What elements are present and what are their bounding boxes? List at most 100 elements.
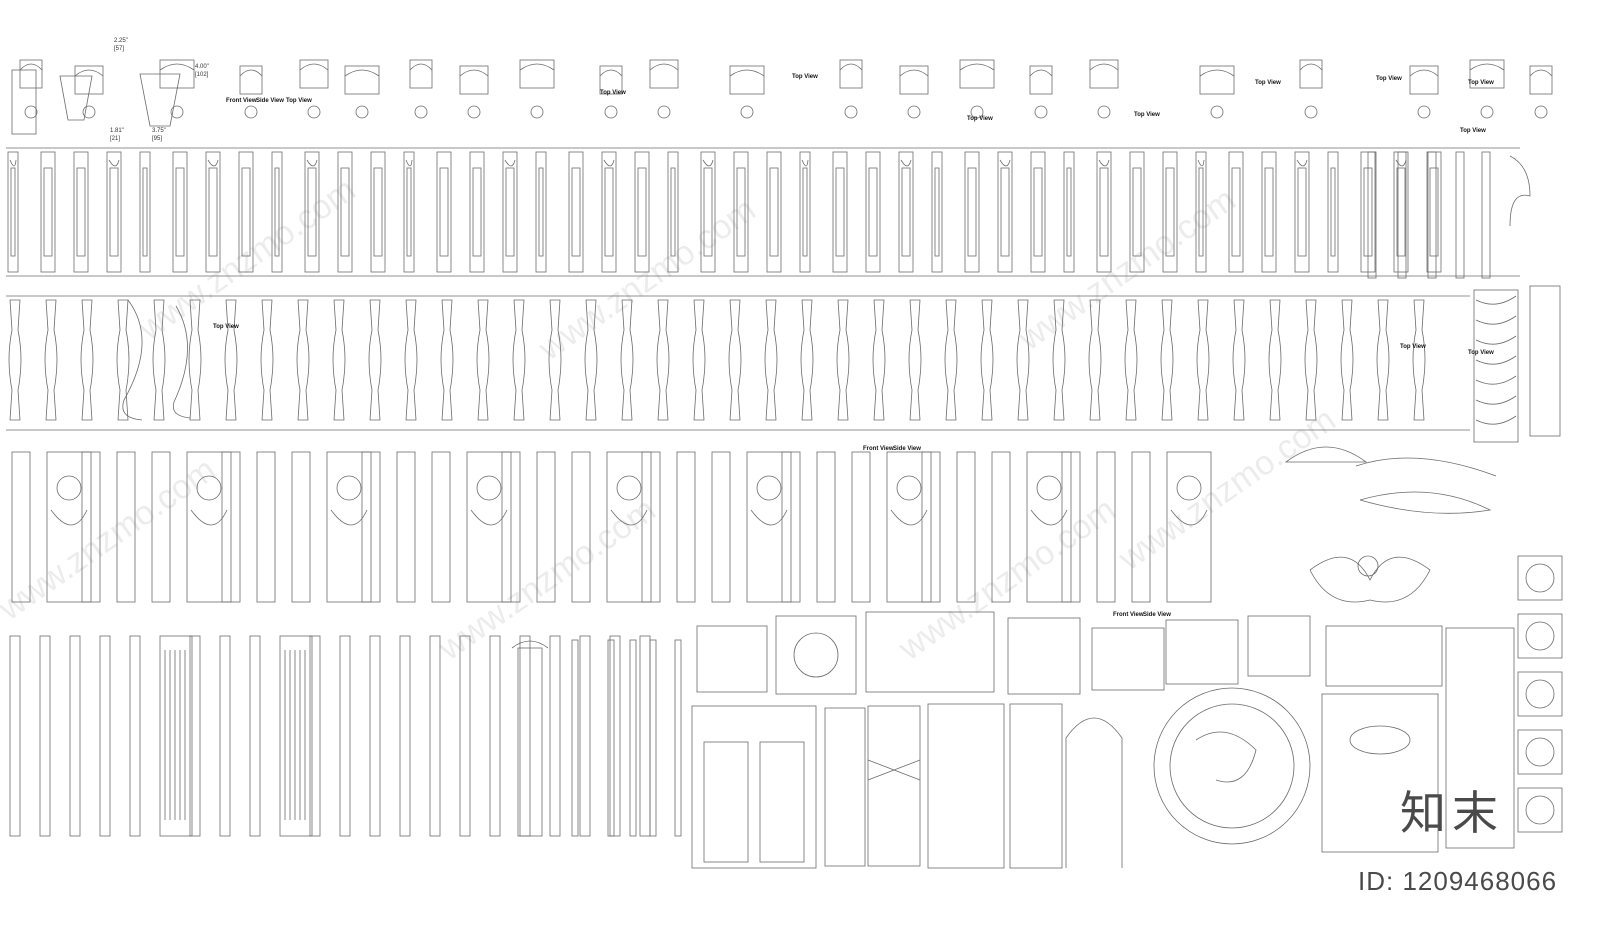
pilaster-drawing (46, 451, 92, 603)
rosette-detail (170, 105, 184, 119)
pilaster-panel (1231, 167, 1241, 257)
rosette-detail (244, 105, 258, 119)
top-view-label: Top View (1468, 350, 1494, 356)
pilaster-drawing (431, 451, 451, 603)
column-drawing (639, 635, 651, 837)
caryatid-ornament (470, 509, 508, 526)
capital-drawing (519, 59, 555, 89)
pilaster-drawing (816, 451, 836, 603)
column-drawing (39, 635, 51, 837)
pilaster-ornament (1098, 159, 1110, 167)
top-view-label: Top View (1468, 80, 1494, 86)
pilaster-drawing (733, 151, 749, 273)
baluster-drawing (296, 299, 310, 421)
column-drawing (159, 635, 193, 837)
capital-drawing (299, 59, 329, 89)
pilaster-drawing (502, 151, 518, 273)
rosette-detail (844, 105, 858, 119)
caryatid-face (896, 475, 922, 501)
corinthian-capital (511, 640, 549, 649)
column-drawing (99, 635, 111, 837)
pilaster-panel (307, 167, 317, 257)
pilaster-panel (802, 167, 808, 257)
pilaster-drawing (1294, 151, 1310, 273)
door-leaf (759, 741, 805, 863)
baluster-drawing (512, 299, 526, 421)
pilaster-drawing (396, 451, 416, 603)
column-drawing (1367, 151, 1377, 279)
arch-door-drawing (1065, 717, 1123, 868)
baluster-drawing (980, 299, 994, 421)
capital-scroll (519, 63, 555, 71)
front-view-label: Front View (1113, 612, 1144, 618)
capital-scroll (1089, 63, 1119, 71)
pilaster-panel (868, 167, 878, 257)
cabriole-leg-drawing (122, 299, 143, 421)
rosette-panel (1517, 787, 1563, 833)
baluster-drawing (404, 299, 418, 421)
baluster-drawing (692, 299, 706, 421)
capital-scroll (239, 69, 263, 77)
baluster-drawing (1412, 299, 1426, 421)
pilaster-drawing (1162, 151, 1178, 273)
caryatid-face (1176, 475, 1202, 501)
circular-carving-inner (1169, 703, 1295, 829)
pilaster-drawing (238, 151, 254, 273)
baluster-drawing (944, 299, 958, 421)
dimension-label: [21] (110, 136, 121, 142)
column-drawing (9, 635, 21, 837)
pilaster-drawing (865, 151, 881, 273)
door-drawing (691, 705, 817, 869)
capital-drawing (1029, 65, 1053, 95)
pilaster-panel (1000, 167, 1010, 257)
pilaster-drawing (139, 151, 151, 273)
pilaster-drawing (931, 151, 943, 273)
pilaster-drawing (205, 151, 221, 273)
pilaster-drawing (1096, 151, 1112, 273)
carved-panel-drawing (1325, 625, 1443, 687)
caryatid-ornament (50, 509, 88, 526)
caryatid-face (56, 475, 82, 501)
carved-panel-drawing (927, 703, 1005, 869)
pilaster-panel (1396, 167, 1406, 257)
carved-panel-drawing (1445, 627, 1515, 849)
column-drawing (339, 635, 351, 837)
baluster-drawing (440, 299, 454, 421)
pilaster-drawing (1195, 151, 1207, 273)
pilaster-drawing (886, 451, 932, 603)
angel-face (1357, 555, 1379, 577)
carved-panel-drawing (775, 615, 857, 695)
pilaster-drawing (1063, 151, 1075, 273)
asset-id-label: ID: 1209468066 (1358, 866, 1558, 896)
column-drawing (129, 635, 141, 837)
pilaster-panel (637, 167, 647, 257)
column-drawing (609, 635, 621, 837)
baluster-drawing (836, 299, 850, 421)
angel-applique (1309, 556, 1431, 603)
baluster-drawing (1160, 299, 1174, 421)
pilaster-panel (109, 167, 119, 257)
pilaster-drawing (898, 151, 914, 273)
rosette-detail (355, 105, 369, 119)
pilaster-drawing (1030, 151, 1046, 273)
twisted-column-drawing (1473, 289, 1519, 443)
rosette-detail (530, 105, 544, 119)
pilaster-drawing (326, 451, 372, 603)
twist-line (1475, 315, 1517, 325)
rosette-panel (1517, 729, 1563, 775)
pilaster-drawing (766, 151, 782, 273)
pilaster-ornament (1197, 159, 1205, 167)
pilaster-ornament (405, 159, 413, 167)
capital-drawing (409, 59, 433, 89)
column-drawing (1481, 151, 1491, 279)
pilaster-panel (967, 167, 977, 257)
pilaster-panel (1099, 167, 1109, 257)
dimension-label: [102] (195, 72, 209, 78)
pilaster-drawing (7, 151, 19, 273)
column-drawing (1455, 151, 1465, 279)
front-view-label: Front View (863, 446, 894, 452)
pilaster-drawing (1096, 451, 1116, 603)
rosette-panel (1517, 613, 1563, 659)
rosette-detail (1534, 105, 1548, 119)
capital-drawing (649, 59, 679, 89)
